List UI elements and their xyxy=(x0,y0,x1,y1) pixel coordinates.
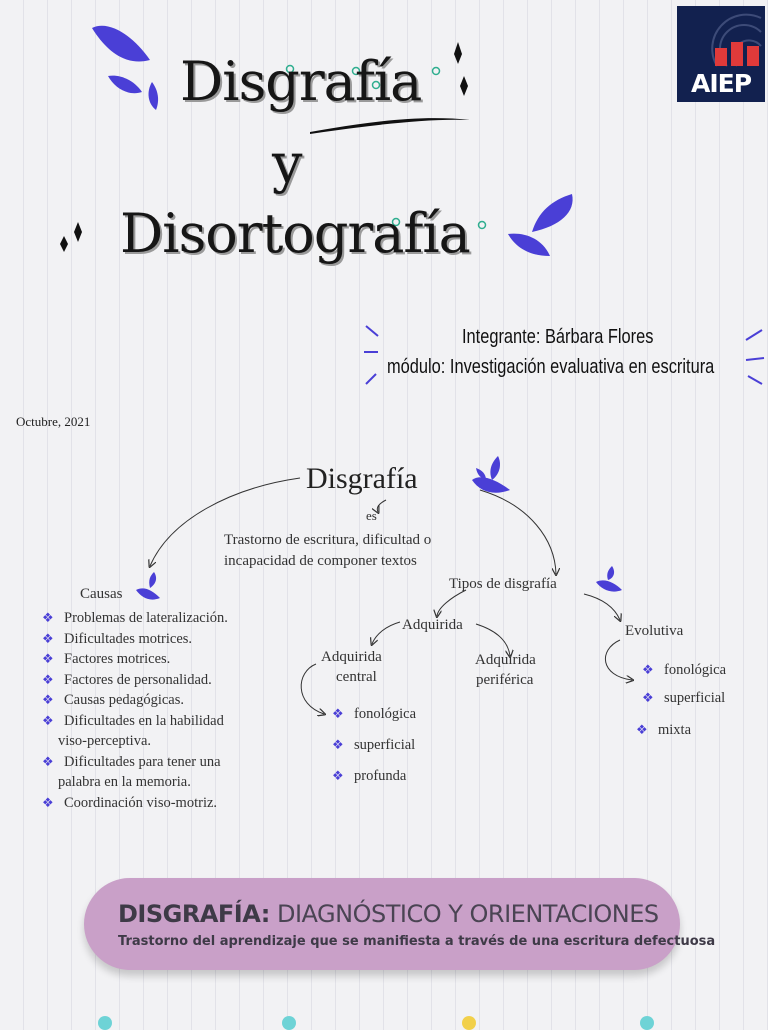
decor-drop-tipos-icon xyxy=(596,566,622,592)
date-text: Octubre, 2021 xyxy=(16,414,91,429)
banner-subtitle: Trastorno del aprendizaje que se manifie… xyxy=(118,934,716,949)
decor-underline-swoosh-icon xyxy=(310,118,470,134)
decor-sparkle-top-right-icon xyxy=(454,42,468,96)
list-item: fonológica xyxy=(642,660,726,681)
title-disortografia: Disortografía xyxy=(120,202,471,265)
map-evolutiva: Evolutiva xyxy=(625,623,684,639)
map-connector-es: es xyxy=(366,508,377,523)
list-item: mixta xyxy=(636,720,726,741)
list-item: Problemas de lateralización. xyxy=(42,608,302,629)
evolutiva-types-list: fonológica superficial mixta xyxy=(636,660,726,741)
integrante-text: Integrante: Bárbara Flores xyxy=(462,326,654,348)
list-item: superficial xyxy=(642,688,726,709)
map-adquirida-central-1: Adquirida xyxy=(321,649,382,665)
causes-list: Problemas de lateralización. Dificultade… xyxy=(42,608,302,813)
list-item: Factores motrices. xyxy=(42,649,302,670)
title-disgrafia: Disgrafía xyxy=(180,50,422,113)
banner-title: DISGRAFÍA: DIAGNÓSTICO Y ORIENTACIONES xyxy=(118,900,659,928)
map-adquirida-central-2: central xyxy=(336,669,377,685)
map-adquirida-periferica-1: Adquirida xyxy=(475,652,536,668)
dot-cyan xyxy=(98,1016,112,1030)
diagnostic-banner: DISGRAFÍA: DIAGNÓSTICO Y ORIENTACIONES T… xyxy=(84,878,715,970)
decor-dash-marks-left-icon xyxy=(364,325,379,385)
map-tipos-label: Tipos de disgrafía xyxy=(449,576,557,592)
logo-buildings-icon xyxy=(715,42,759,66)
list-item: Causas pedagógicas. xyxy=(42,690,302,711)
decor-teal-dots xyxy=(285,64,487,230)
list-item: Dificultades motrices. xyxy=(42,629,302,650)
list-item: fonológica xyxy=(332,704,416,725)
aiep-logo: AIEP xyxy=(677,6,765,102)
decor-drop-causas-icon xyxy=(136,572,160,600)
dot-yellow xyxy=(462,1016,476,1030)
map-definition-line2: incapacidad de componer textos xyxy=(224,553,417,569)
central-types-list: fonológica superficial profunda xyxy=(332,704,416,787)
title-y: y xyxy=(272,132,302,195)
map-adquirida: Adquirida xyxy=(402,617,463,633)
list-item: superficial xyxy=(332,735,416,756)
modulo-text: módulo: Investigación evaluativa en escr… xyxy=(387,356,715,378)
decor-sparkle-left-icon xyxy=(60,222,82,252)
map-adquirida-periferica-2: periférica xyxy=(476,672,534,688)
logo-text: AIEP xyxy=(690,69,752,98)
list-item: Factores de personalidad. xyxy=(42,670,302,691)
decor-dash-marks-right-icon xyxy=(745,329,765,385)
map-definition-line1: Trastorno de escritura, dificultad o xyxy=(224,532,432,548)
list-item: Coordinación viso-motriz. xyxy=(42,793,302,814)
decor-drop-top-left-icon xyxy=(92,25,159,110)
decor-drop-right-icon xyxy=(508,194,573,256)
map-root: Disgrafía xyxy=(306,462,418,495)
dot-cyan xyxy=(282,1016,296,1030)
list-item: profunda xyxy=(332,766,416,787)
dot-cyan xyxy=(640,1016,654,1030)
decor-drop-root-icon xyxy=(472,456,510,493)
map-causas-label: Causas xyxy=(80,586,123,602)
list-item: Dificultades en la habilidadviso-percept… xyxy=(42,711,302,752)
